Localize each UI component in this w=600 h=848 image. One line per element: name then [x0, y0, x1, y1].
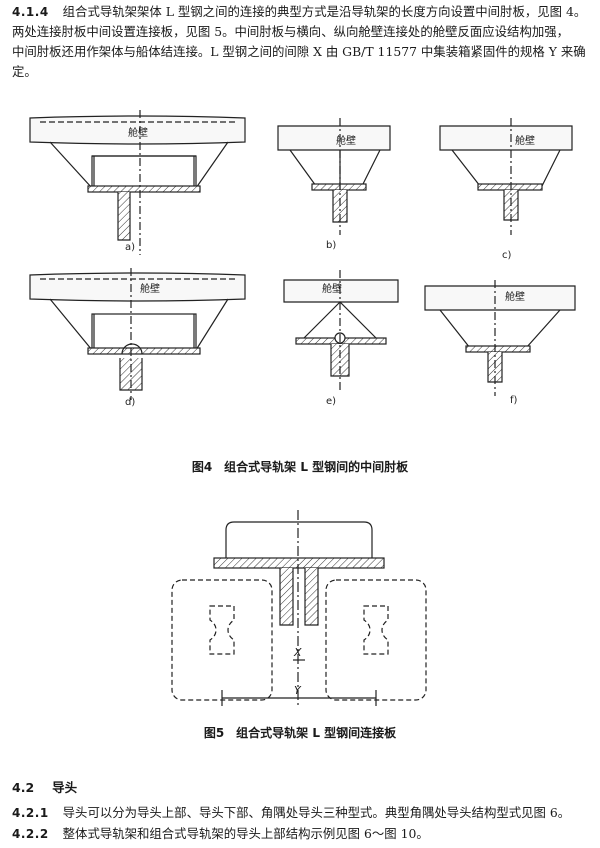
sub-label-d: d): [125, 397, 135, 408]
bulkhead-label-d: 舱壁: [140, 282, 160, 295]
bulkhead-label-f: 舱壁: [505, 290, 525, 303]
detail-d: [29, 268, 246, 400]
bulkhead-label-c: 舱壁: [515, 134, 535, 147]
sub-label-e: e): [326, 396, 336, 407]
clause-4-2-2: 4.2.2 整体式导轨架和组合式导轨架的导头上部结构示例见图 6～图 10。: [12, 824, 592, 844]
figure-5-drawing: X Y: [171, 510, 427, 706]
clause-number: 4.2.1: [12, 806, 49, 820]
bulkhead-label-a: 舱壁: [128, 126, 148, 139]
clause-text-line-1: 组合式导轨架架体 L 型钢之间的连接的典型方式是沿导轨架的长度方向设置中间肘板，…: [62, 4, 587, 19]
clause-4-2-1: 4.2.1 导头可以分为导头上部、导头下部、角隅处导头三种型式。典型角隅处导头结构…: [12, 803, 592, 823]
clause-text-line-3: 中间肘板还用作架体与船体结连接。L 型钢之间的间隙 X 由 GB/T 11577…: [12, 44, 586, 59]
detail-f: [424, 280, 576, 396]
clause-4-1-4: 4.1.4 组合式导轨架架体 L 型钢之间的连接的典型方式是沿导轨架的长度方向设置…: [12, 2, 592, 82]
dimension-y-label: Y: [294, 684, 302, 697]
dimension-x-label: X: [293, 646, 302, 659]
detail-b: [277, 118, 391, 235]
figure-4-drawing: 舱壁 舱壁 舱壁 舱壁 舱壁 舱壁 a) b) c) d) e) f): [29, 110, 576, 408]
section-title: 导头: [52, 780, 78, 795]
bulkhead-label-e: 舱壁: [322, 282, 342, 295]
clause-text: 整体式导轨架和组合式导轨架的导头上部结构示例见图 6～图 10。: [62, 826, 429, 841]
section-4-2-heading: 4.2 导头: [12, 777, 77, 796]
figure-5-caption: 图5 组合式导轨架 L 型钢间连接板: [203, 726, 397, 740]
clause-text-line-2: 两处连接肘板中间设置连接板，见图 5。中间肘板与横向、纵向舱壁连接处的舱壁反面应…: [12, 24, 570, 39]
clause-text-line-4: 定。: [12, 64, 37, 79]
detail-e: [283, 270, 399, 390]
sub-label-b: b): [326, 240, 336, 251]
clause-line-1: 4.1.4 组合式导轨架架体 L 型钢之间的连接的典型方式是沿导轨架的长度方向设置…: [12, 2, 592, 22]
figure-4-caption: 图4 组合式导轨架 L 型钢间的中间肘板: [191, 460, 409, 474]
clause-number: 4.2.2: [12, 827, 49, 841]
bulkhead-label-b: 舱壁: [336, 134, 356, 147]
sub-label-c: c): [502, 250, 511, 261]
sub-label-f: f): [510, 395, 518, 406]
detail-c: [439, 118, 573, 235]
clause-number: 4.1.4: [12, 5, 49, 19]
detail-a: [29, 110, 246, 255]
sub-label-a: a): [125, 242, 135, 253]
section-number: 4.2: [12, 780, 35, 795]
clause-text: 导头可以分为导头上部、导头下部、角隅处导头三种型式。典型角隅处导头结构型式见图 …: [62, 805, 571, 820]
